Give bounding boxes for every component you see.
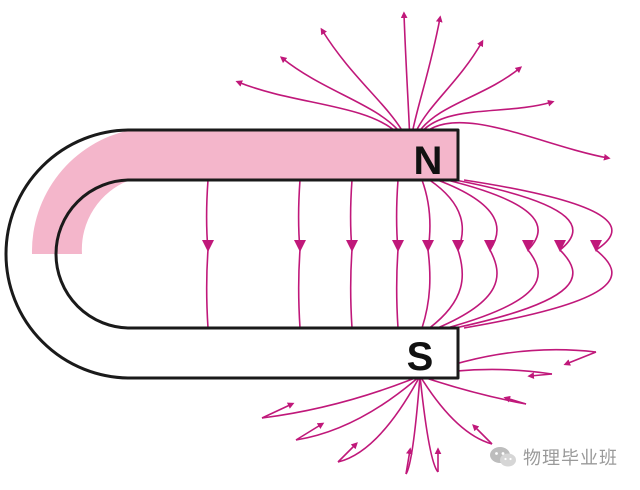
field-line-south — [405, 375, 421, 475]
field-line-south — [261, 375, 421, 419]
field-arrow — [522, 240, 534, 252]
field-arrow — [590, 240, 602, 252]
field-line-gap — [297, 179, 301, 329]
field-line-south — [419, 375, 493, 445]
field-line-gap — [205, 179, 209, 329]
field-arrow — [294, 240, 306, 252]
field-arrow — [452, 240, 464, 252]
field-line-north — [320, 27, 404, 133]
field-arrow-south — [503, 395, 527, 405]
magnetic-field-lines — [202, 11, 613, 475]
field-arrow-south — [337, 442, 358, 463]
field-arrow-south — [563, 351, 597, 366]
field-line-south — [419, 375, 439, 473]
field-arrow-south — [472, 424, 493, 445]
watermark-text: 物理毕业班 — [523, 448, 618, 469]
field-line-north — [411, 15, 443, 133]
field-line-south — [337, 375, 421, 463]
field-line-north — [420, 99, 555, 133]
north-pole-label: N — [414, 139, 443, 183]
field-line-gap — [395, 179, 399, 329]
field-arrow — [554, 240, 566, 252]
field-arrow — [346, 240, 358, 252]
field-line-north — [235, 80, 397, 133]
field-arrow-south — [405, 447, 413, 475]
field-line-south — [295, 375, 421, 441]
field-line-north — [279, 56, 401, 133]
field-arrow-south — [261, 402, 295, 419]
magnet-outline — [4, 128, 460, 380]
field-arrow — [202, 240, 214, 252]
horseshoe-magnet: N S — [4, 128, 460, 380]
magnet-south-half — [31, 254, 458, 378]
field-arrow — [392, 240, 404, 252]
field-arrow-south — [295, 422, 325, 441]
wechat-icon — [490, 447, 516, 467]
magnet-north-half — [31, 130, 458, 254]
field-line-south — [419, 375, 527, 405]
field-arrow-south — [527, 372, 553, 379]
south-pole-label: S — [407, 335, 434, 379]
field-arrow — [484, 240, 496, 252]
field-line-gap — [437, 179, 498, 329]
field-line-north — [425, 121, 611, 161]
field-line-gap — [421, 179, 431, 329]
field-line-north — [415, 39, 484, 133]
field-arrow — [422, 240, 434, 252]
field-line-north — [418, 66, 523, 133]
watermark: 物理毕业班 — [489, 444, 618, 470]
field-line-gap — [349, 179, 353, 329]
field-line-gap — [429, 179, 464, 329]
field-line-north — [400, 11, 411, 133]
